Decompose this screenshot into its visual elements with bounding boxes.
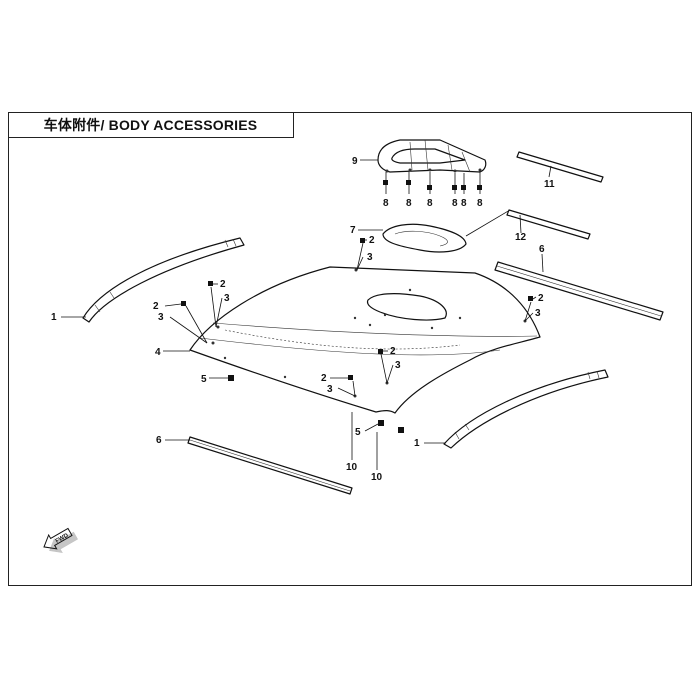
callout-2-e: 2	[390, 346, 396, 357]
callout-8-f: 8	[477, 198, 483, 209]
trim-strip-left	[187, 436, 353, 495]
callout-1-left: 1	[51, 312, 57, 323]
callout-3-b: 3	[224, 293, 230, 304]
callout-3-f: 3	[327, 384, 333, 395]
title-box: 车体附件/ BODY ACCESSORIES	[8, 112, 294, 138]
callout-6-left: 6	[156, 435, 162, 446]
callout-7: 7	[350, 225, 356, 236]
sunroof-seal	[382, 223, 467, 253]
callout-3-e: 3	[395, 360, 401, 371]
diagram-frame	[8, 112, 692, 586]
leader-lines	[61, 159, 552, 470]
side-rail-right	[443, 369, 609, 449]
callout-1-right: 1	[414, 438, 420, 449]
callout-9: 9	[352, 156, 358, 167]
callout-4: 4	[155, 347, 161, 358]
fwd-arrow-icon: FWD	[43, 527, 78, 553]
callout-2-f: 2	[321, 373, 327, 384]
callout-3-c: 3	[158, 312, 164, 323]
callout-8-c: 8	[427, 198, 433, 209]
trim-strip-12	[506, 209, 591, 240]
frame-bolts	[383, 172, 482, 194]
callout-2-b: 2	[220, 279, 226, 290]
callout-10-b: 10	[371, 472, 383, 483]
callout-8-d: 8	[452, 198, 458, 209]
callout-2-d: 2	[538, 293, 544, 304]
callout-3-d: 3	[535, 308, 541, 319]
callout-2-c: 2	[153, 301, 159, 312]
callout-labels: 1 1 2 2 2 2 2 2 3 3 3 3 3 3 4 5 5 6 6 7 …	[51, 156, 555, 483]
callout-3-a: 3	[367, 252, 373, 263]
page-title: 车体附件/ BODY ACCESSORIES	[43, 116, 258, 133]
callout-5-a: 5	[201, 374, 207, 385]
callout-12: 12	[515, 232, 527, 243]
roof-panel	[189, 266, 541, 414]
sunroof-frame	[377, 139, 487, 173]
callout-8-b: 8	[406, 198, 412, 209]
callout-5-b: 5	[355, 427, 361, 438]
trim-strip-right	[494, 261, 664, 321]
callout-6-right: 6	[539, 244, 545, 255]
callout-8-e: 8	[461, 198, 467, 209]
callout-8-a: 8	[383, 198, 389, 209]
trim-strip-11	[516, 151, 604, 183]
callout-2-a: 2	[369, 235, 375, 246]
hardware-clips	[181, 238, 533, 433]
side-rail-left	[82, 237, 245, 323]
callout-11: 11	[544, 179, 555, 190]
callout-10-a: 10	[346, 462, 358, 473]
